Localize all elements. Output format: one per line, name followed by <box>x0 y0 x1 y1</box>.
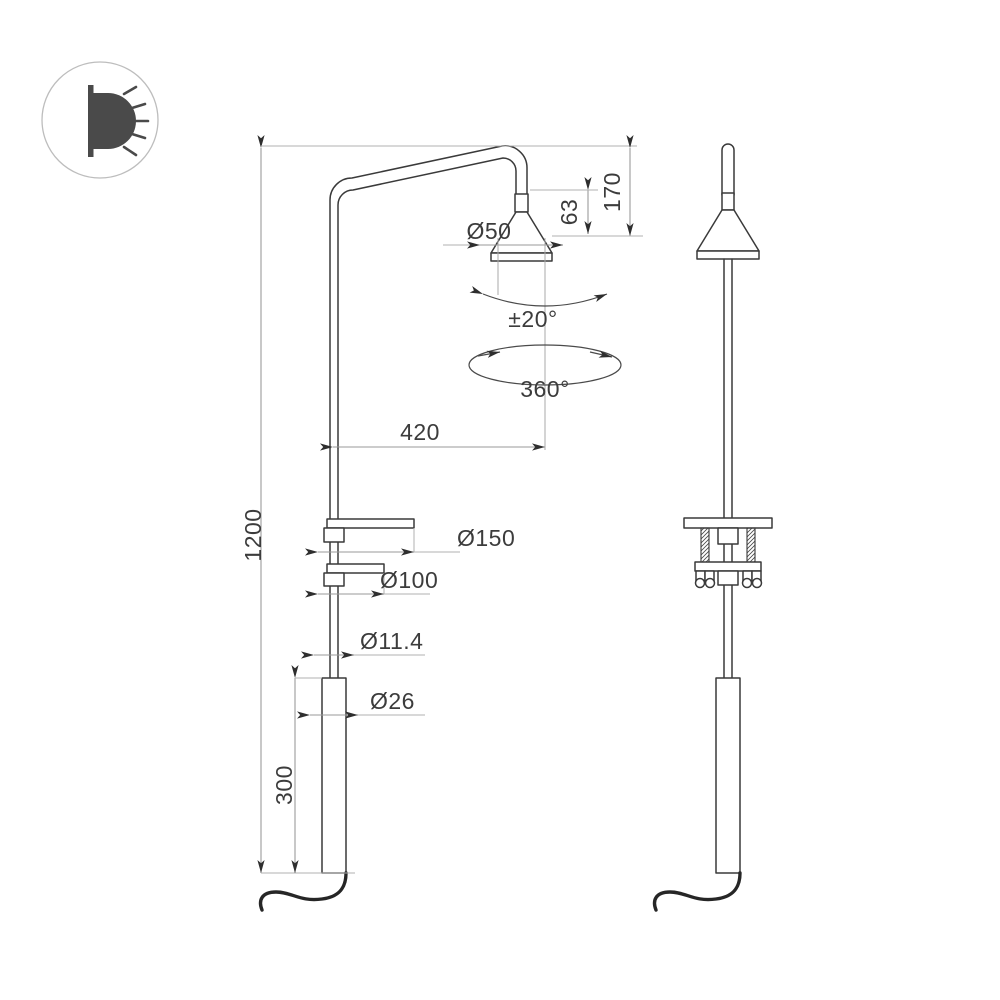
rotation-arrow-left <box>477 350 501 358</box>
dimension-d100-label: Ø100 <box>380 567 438 593</box>
dimension-d150-label: Ø150 <box>457 525 515 551</box>
side-power-cable <box>652 871 742 912</box>
lower-tube <box>321 677 347 874</box>
side-lower-plate <box>694 561 762 572</box>
upper-plate-boss <box>323 527 345 543</box>
side-view <box>652 143 773 912</box>
tilt-arc <box>469 285 608 307</box>
rotation-ellipse <box>468 344 622 386</box>
dimension-420: 420 <box>320 262 546 451</box>
side-shade-rim <box>696 250 760 260</box>
head-collar <box>514 193 529 213</box>
rotation-annotations: ±20° 360° <box>468 238 622 450</box>
side-vertical-rod <box>723 258 733 679</box>
dimension-d11-4-label: Ø11.4 <box>360 628 423 654</box>
dimension-d100: Ø100 <box>305 567 438 598</box>
lower-mount-plate <box>323 563 385 587</box>
side-lower-tube <box>715 677 741 874</box>
dimension-1200: 1200 <box>240 135 637 874</box>
lower-plate-boss <box>323 572 345 587</box>
badge-rays <box>122 85 150 157</box>
shade-rim <box>490 252 553 262</box>
side-fasteners <box>694 570 763 589</box>
side-upper-plate <box>683 517 773 529</box>
dimension-170: 170 <box>552 135 643 237</box>
badge-outline-circle <box>41 61 159 179</box>
dimension-300: 300 <box>271 665 322 873</box>
dimension-63-label: 63 <box>556 199 582 226</box>
upper-mount-plate <box>323 518 415 543</box>
dimension-170-label: 170 <box>599 172 625 212</box>
side-shade-cone <box>696 209 760 252</box>
dimension-d150: Ø150 <box>305 525 515 556</box>
side-head-collar <box>721 192 735 211</box>
dimension-d11-4: Ø11.4 <box>301 628 425 659</box>
annotation-rotation-label: 360° <box>520 376 570 402</box>
dimension-63: 63 <box>530 177 598 234</box>
dimension-d50-label: Ø50 <box>467 218 512 244</box>
beam-angle-badge <box>41 61 159 179</box>
power-cable <box>258 871 348 912</box>
annotation-tilt-label: ±20° <box>508 306 557 332</box>
arm-tube <box>329 145 528 449</box>
dimension-1200-label: 1200 <box>240 508 266 561</box>
side-upper-rod <box>721 143 735 196</box>
dimension-d26-label: Ø26 <box>370 688 415 714</box>
rotation-arrow-right <box>589 350 613 358</box>
side-lower-boss <box>717 570 739 586</box>
dimension-420-label: 420 <box>400 419 440 445</box>
dimension-d26: Ø26 <box>297 688 425 719</box>
beam-angle-icon <box>88 85 150 157</box>
side-upper-boss <box>717 527 739 545</box>
dimension-300-label: 300 <box>271 765 297 805</box>
